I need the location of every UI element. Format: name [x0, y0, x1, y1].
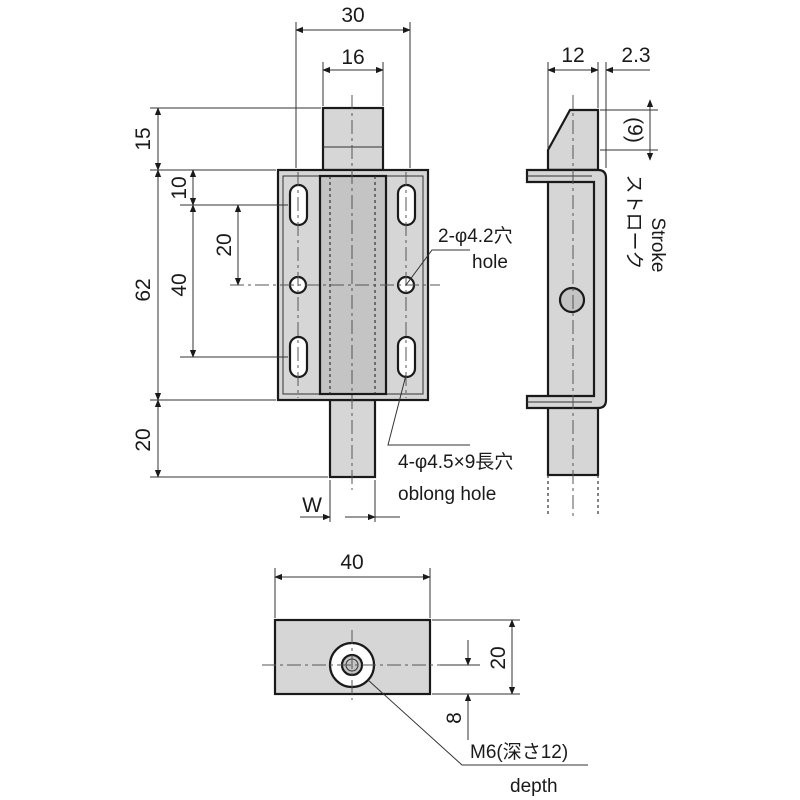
dim-label-62: 62 [132, 278, 155, 301]
dim-label-w: W [302, 494, 322, 517]
side-view: 12 2.3 (9) ストローク Stroke [525, 44, 668, 520]
note-thread-en: depth [510, 776, 558, 797]
dim-label-10: 10 [168, 176, 191, 199]
note-hole-en: hole [472, 252, 508, 273]
label-stroke-jp: ストローク [623, 174, 645, 269]
note-hole-jp: 2-φ4.2穴 [438, 225, 513, 247]
dim-label-20-bottom: 20 [132, 428, 155, 451]
dim-label-8: 8 [443, 712, 466, 724]
dim-label-16: 16 [341, 46, 364, 69]
side-bracket [525, 168, 608, 410]
dim-label-20-mid: 20 [213, 233, 236, 256]
dim-label-12: 12 [561, 44, 584, 67]
dim-label-stroke: (9) [623, 117, 646, 143]
label-stroke-en: Stroke [647, 218, 668, 273]
bottom-view: 40 20 8 M6(深さ12) depth [262, 551, 588, 797]
dim-label-15: 15 [132, 127, 155, 150]
side-knob [558, 286, 586, 314]
dim-label-2-3: 2.3 [621, 44, 650, 67]
note-oblong-jp: 4-φ4.5×9長穴 [398, 451, 513, 473]
front-view: 30 16 15 62 20 10 40 20 W 2-φ4.2穴 hole 4… [132, 4, 513, 522]
dim-label-30: 30 [341, 4, 364, 27]
dim-label-40-bottom: 40 [340, 551, 363, 574]
dim-label-40: 40 [168, 273, 191, 296]
dim-label-20-right: 20 [487, 646, 510, 669]
note-oblong-en: oblong hole [398, 484, 496, 505]
bolt-top [321, 106, 385, 172]
note-thread-jp: M6(深さ12) [470, 741, 568, 763]
